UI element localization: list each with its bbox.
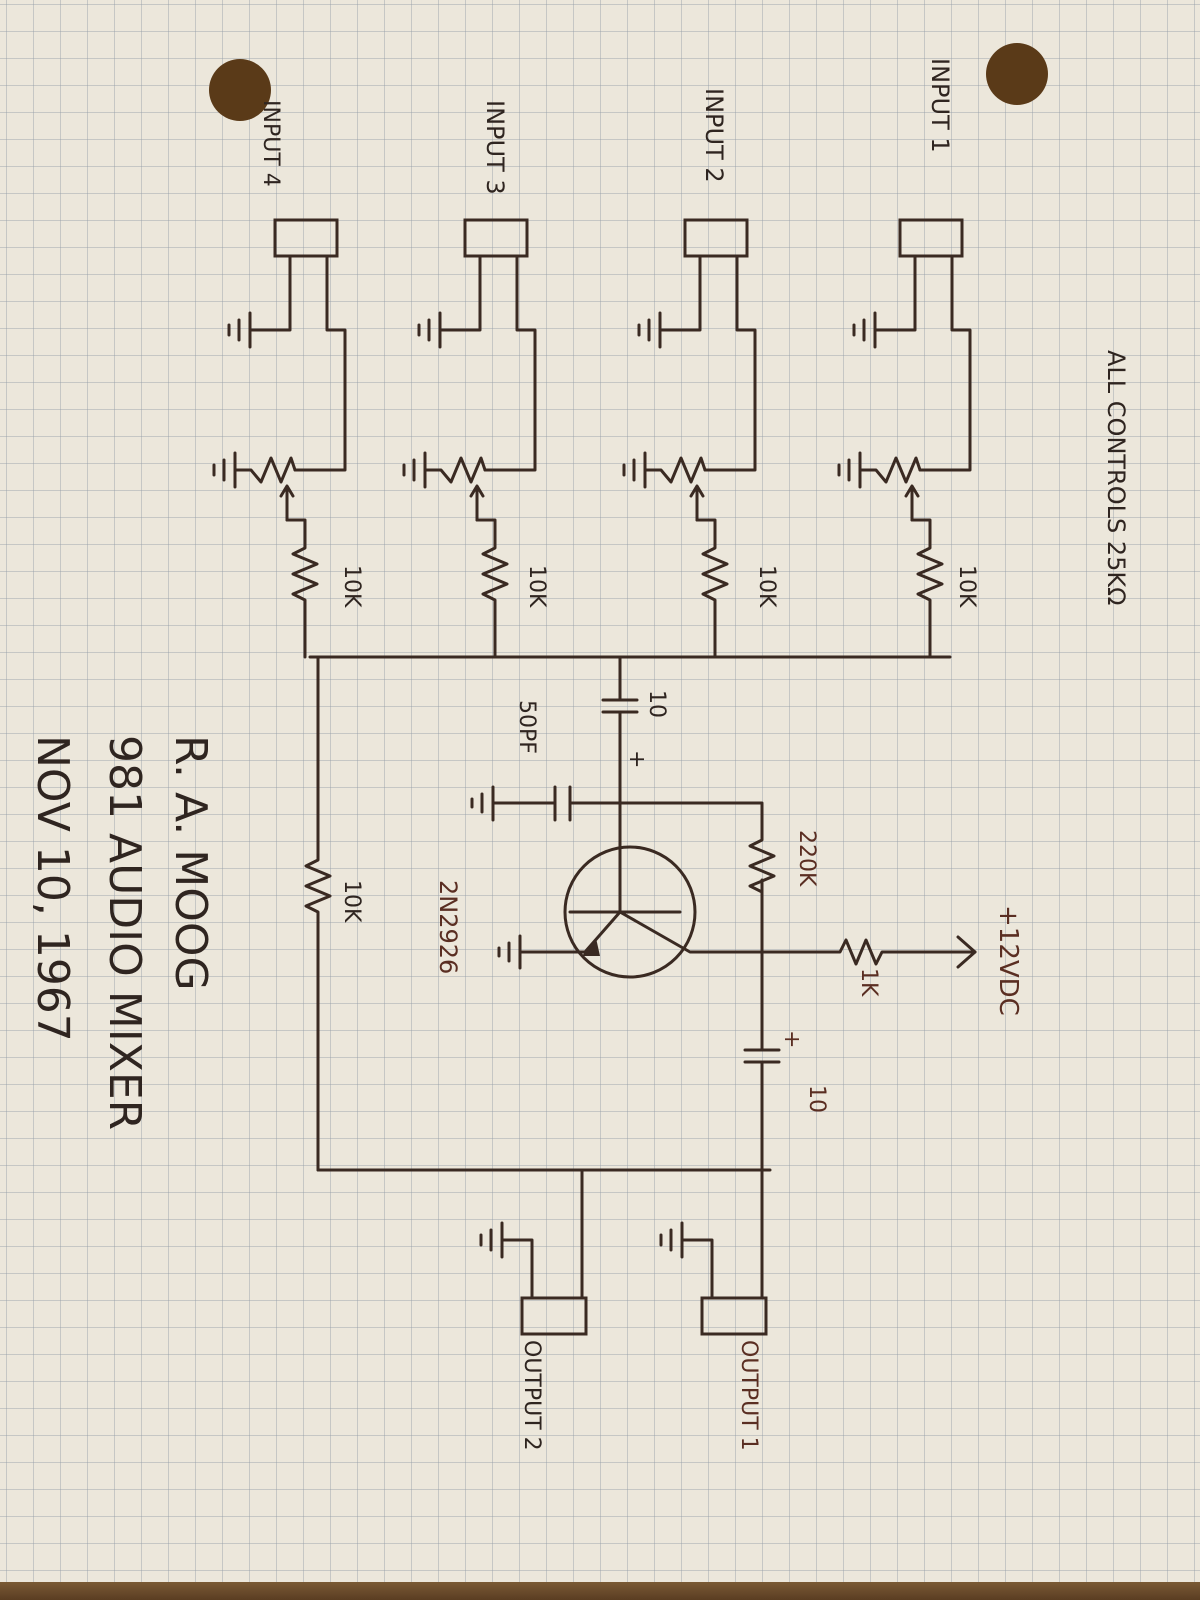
input-4-label: INPUT 4	[258, 100, 283, 187]
input-jack-4	[273, 218, 339, 258]
output-cap-label: 10	[804, 1085, 829, 1113]
bypass-capacitor	[470, 785, 622, 822]
output-1-label: OUTPUT 1	[736, 1340, 761, 1451]
input-channel-3	[402, 218, 537, 659]
feedback-resistor-10k	[304, 655, 332, 1172]
feedback-resistor-label: 10K	[339, 880, 364, 923]
output-channel-2	[479, 1221, 588, 1336]
mix-resistor-3-label: 10K	[524, 565, 549, 608]
input-ground-wire	[417, 254, 482, 349]
mix-resistor-1-label: 10K	[954, 565, 979, 608]
date-label: NOV 10, 1967	[27, 735, 78, 1042]
pot-wiper-3	[469, 484, 485, 522]
output-2-label: OUTPUT 2	[519, 1340, 544, 1451]
input-coupling-capacitor	[601, 655, 639, 805]
title-label: 981 AUDIO MIXER	[99, 735, 150, 1130]
punch-holes	[209, 43, 1048, 121]
output-cap-polarity: +	[779, 1030, 804, 1048]
collector-resistor-label: 1K	[856, 968, 881, 997]
transistor-2n2926	[497, 801, 764, 979]
output-channel-1	[659, 1221, 768, 1336]
supply-label: +12VDC	[993, 905, 1023, 1016]
input-signal-wire	[703, 254, 757, 472]
input-channel-2	[622, 218, 757, 659]
input-jack-3	[463, 218, 529, 258]
input-channels	[212, 218, 972, 659]
output-ground-wire	[659, 1221, 714, 1300]
coupling-cap-polarity: +	[624, 750, 649, 768]
volume-pot-3	[402, 451, 487, 489]
pot-wiper-4	[279, 484, 295, 522]
mix-resistor-2	[695, 518, 729, 659]
output-ground-wire	[479, 1221, 534, 1300]
wooden-table-edge	[0, 1582, 1200, 1600]
output-coupling-capacitor	[743, 950, 781, 1172]
input-channel-1	[837, 218, 972, 659]
pot-wiper-2	[689, 484, 705, 522]
output-bus	[316, 1168, 772, 1242]
output-jacks	[479, 1221, 768, 1336]
volume-pot-2	[622, 451, 707, 489]
bypass-cap-label: 50PF	[514, 700, 539, 754]
input-signal-wire	[918, 254, 972, 472]
input-jack-2	[683, 218, 749, 258]
input-signal-wire	[293, 254, 347, 472]
mix-resistor-1	[910, 518, 944, 659]
input-1-label: INPUT 1	[926, 58, 954, 153]
mix-resistor-3	[475, 518, 509, 659]
volume-pot-1	[837, 451, 922, 489]
controls-note: ALL CONTROLS 25KΩ	[1102, 350, 1130, 605]
bias-resistor-label: 220K	[794, 830, 819, 887]
labels: ALL CONTROLS 25KΩ INPUT 1 INPUT 2 INPUT …	[27, 58, 1130, 1451]
input-channel-4	[212, 218, 347, 659]
input-2-label: INPUT 2	[700, 88, 728, 183]
collector-resistor-1k	[760, 878, 977, 969]
author-label: R. A. MOOG	[165, 735, 216, 991]
input-ground-wire	[227, 254, 292, 349]
punch-hole-top-left	[209, 59, 271, 121]
mix-resistor-4-label: 10K	[339, 565, 364, 608]
output-jack-2	[520, 1296, 588, 1336]
punch-hole-top-right	[986, 43, 1048, 105]
input-ground-wire	[637, 254, 702, 349]
input-jack-1	[898, 218, 964, 258]
volume-pot-4	[212, 451, 297, 489]
transistor-label: 2N2926	[434, 880, 462, 974]
input-3-label: INPUT 3	[481, 100, 509, 195]
pot-wiper-1	[904, 484, 920, 522]
output-jack-1	[700, 1296, 768, 1336]
coupling-cap-label: 10	[644, 690, 669, 718]
input-signal-wire	[483, 254, 537, 472]
mix-resistor-4	[285, 518, 319, 659]
input-ground-wire	[852, 254, 917, 349]
mix-resistor-2-label: 10K	[754, 565, 779, 608]
bias-resistor-220k	[618, 801, 776, 954]
